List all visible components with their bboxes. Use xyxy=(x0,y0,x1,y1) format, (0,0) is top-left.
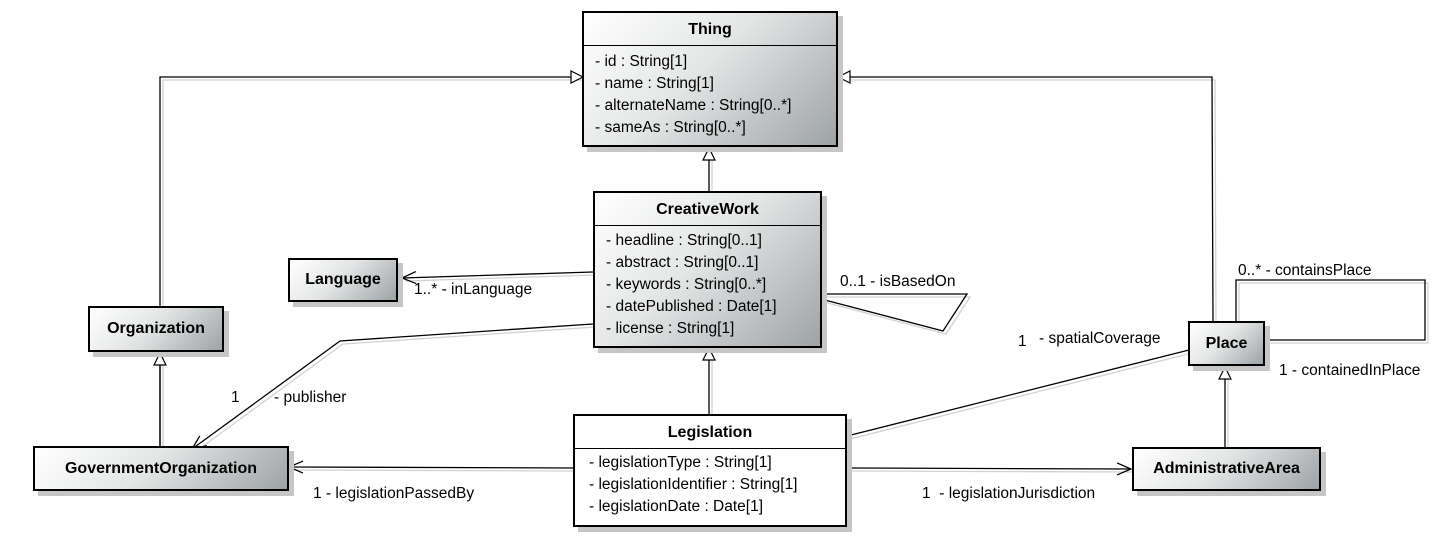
attribute: - datePublished : Date[1] xyxy=(606,298,777,315)
label-publisher-multiplicity: 1 xyxy=(231,389,240,406)
label-containsplace: 0..* - containsPlace xyxy=(1238,262,1372,279)
class-language[interactable]: Language xyxy=(288,258,398,302)
association-legislationpassedby xyxy=(289,467,574,468)
class-governmentorganization[interactable]: GovernmentOrganization xyxy=(33,446,289,491)
class-creativework-attributes: - headline : String[0..1] - abstract : S… xyxy=(595,226,820,340)
class-place-name: Place xyxy=(1205,334,1248,352)
association-isbasedon xyxy=(820,293,969,332)
class-thing-name: Thing xyxy=(584,13,836,46)
attribute: - sameAs : String[0..*] xyxy=(595,119,746,136)
label-legislationpassedby: 1 - legislationPassedBy xyxy=(313,485,475,502)
association-publisher xyxy=(192,323,594,449)
attribute: - alternateName : String[0..*] xyxy=(595,97,792,114)
association-inlanguage xyxy=(402,272,594,278)
class-administrativearea[interactable]: AdministrativeArea xyxy=(1132,447,1321,491)
attribute: - legislationType : String[1] xyxy=(589,454,772,471)
association-containsplace xyxy=(1235,279,1426,341)
attribute: - legislationIdentifier : String[1] xyxy=(589,476,798,493)
attribute: - id : String[1] xyxy=(595,53,688,70)
label-spatialcoverage-multiplicity: 1 xyxy=(1018,333,1027,350)
class-thing[interactable]: Thing - id : String[1] - name : String[1… xyxy=(582,11,838,147)
class-language-name: Language xyxy=(305,271,381,288)
class-legislation-attributes: - legislationType : String[1] - legislat… xyxy=(575,449,845,518)
attribute: - license : String[1] xyxy=(606,320,735,337)
association-spatialcoverage xyxy=(846,349,1190,437)
label-spatialcoverage-role: - spatialCoverage xyxy=(1039,330,1161,347)
label-containedinplace: 1 - containedInPlace xyxy=(1279,362,1421,379)
label-publisher-role: - publisher xyxy=(274,389,347,406)
attribute: - keywords : String[0..*] xyxy=(606,276,767,293)
class-administrativearea-name: AdministrativeArea xyxy=(1153,460,1300,477)
label-legislationjurisdiction: 1 - legislationJurisdiction xyxy=(922,485,1096,502)
attribute: - abstract : String[0..1] xyxy=(606,254,759,271)
association-legislationjurisdiction xyxy=(846,468,1131,469)
class-creativework[interactable]: CreativeWork - headline : String[0..1] -… xyxy=(593,191,822,348)
attribute: - name : String[1] xyxy=(595,75,714,92)
label-isbasedon: 0..1 - isBasedOn xyxy=(840,273,956,290)
class-legislation[interactable]: Legislation - legislationType : String[1… xyxy=(573,414,847,527)
generalization-place-thing xyxy=(838,77,1214,323)
class-organization[interactable]: Organization xyxy=(88,306,224,352)
attribute: - legislationDate : Date[1] xyxy=(589,498,764,515)
class-creativework-name: CreativeWork xyxy=(595,193,820,226)
class-place[interactable]: Place xyxy=(1188,321,1265,366)
class-governmentorganization-name: GovernmentOrganization xyxy=(64,459,258,477)
class-legislation-name: Legislation xyxy=(575,416,845,449)
class-thing-attributes: - id : String[1] - name : String[1] - al… xyxy=(584,46,836,139)
class-organization-name: Organization xyxy=(107,320,205,337)
attribute: - headline : String[0..1] xyxy=(606,232,762,249)
label-inlanguage: 1..* - inLanguage xyxy=(414,281,533,298)
